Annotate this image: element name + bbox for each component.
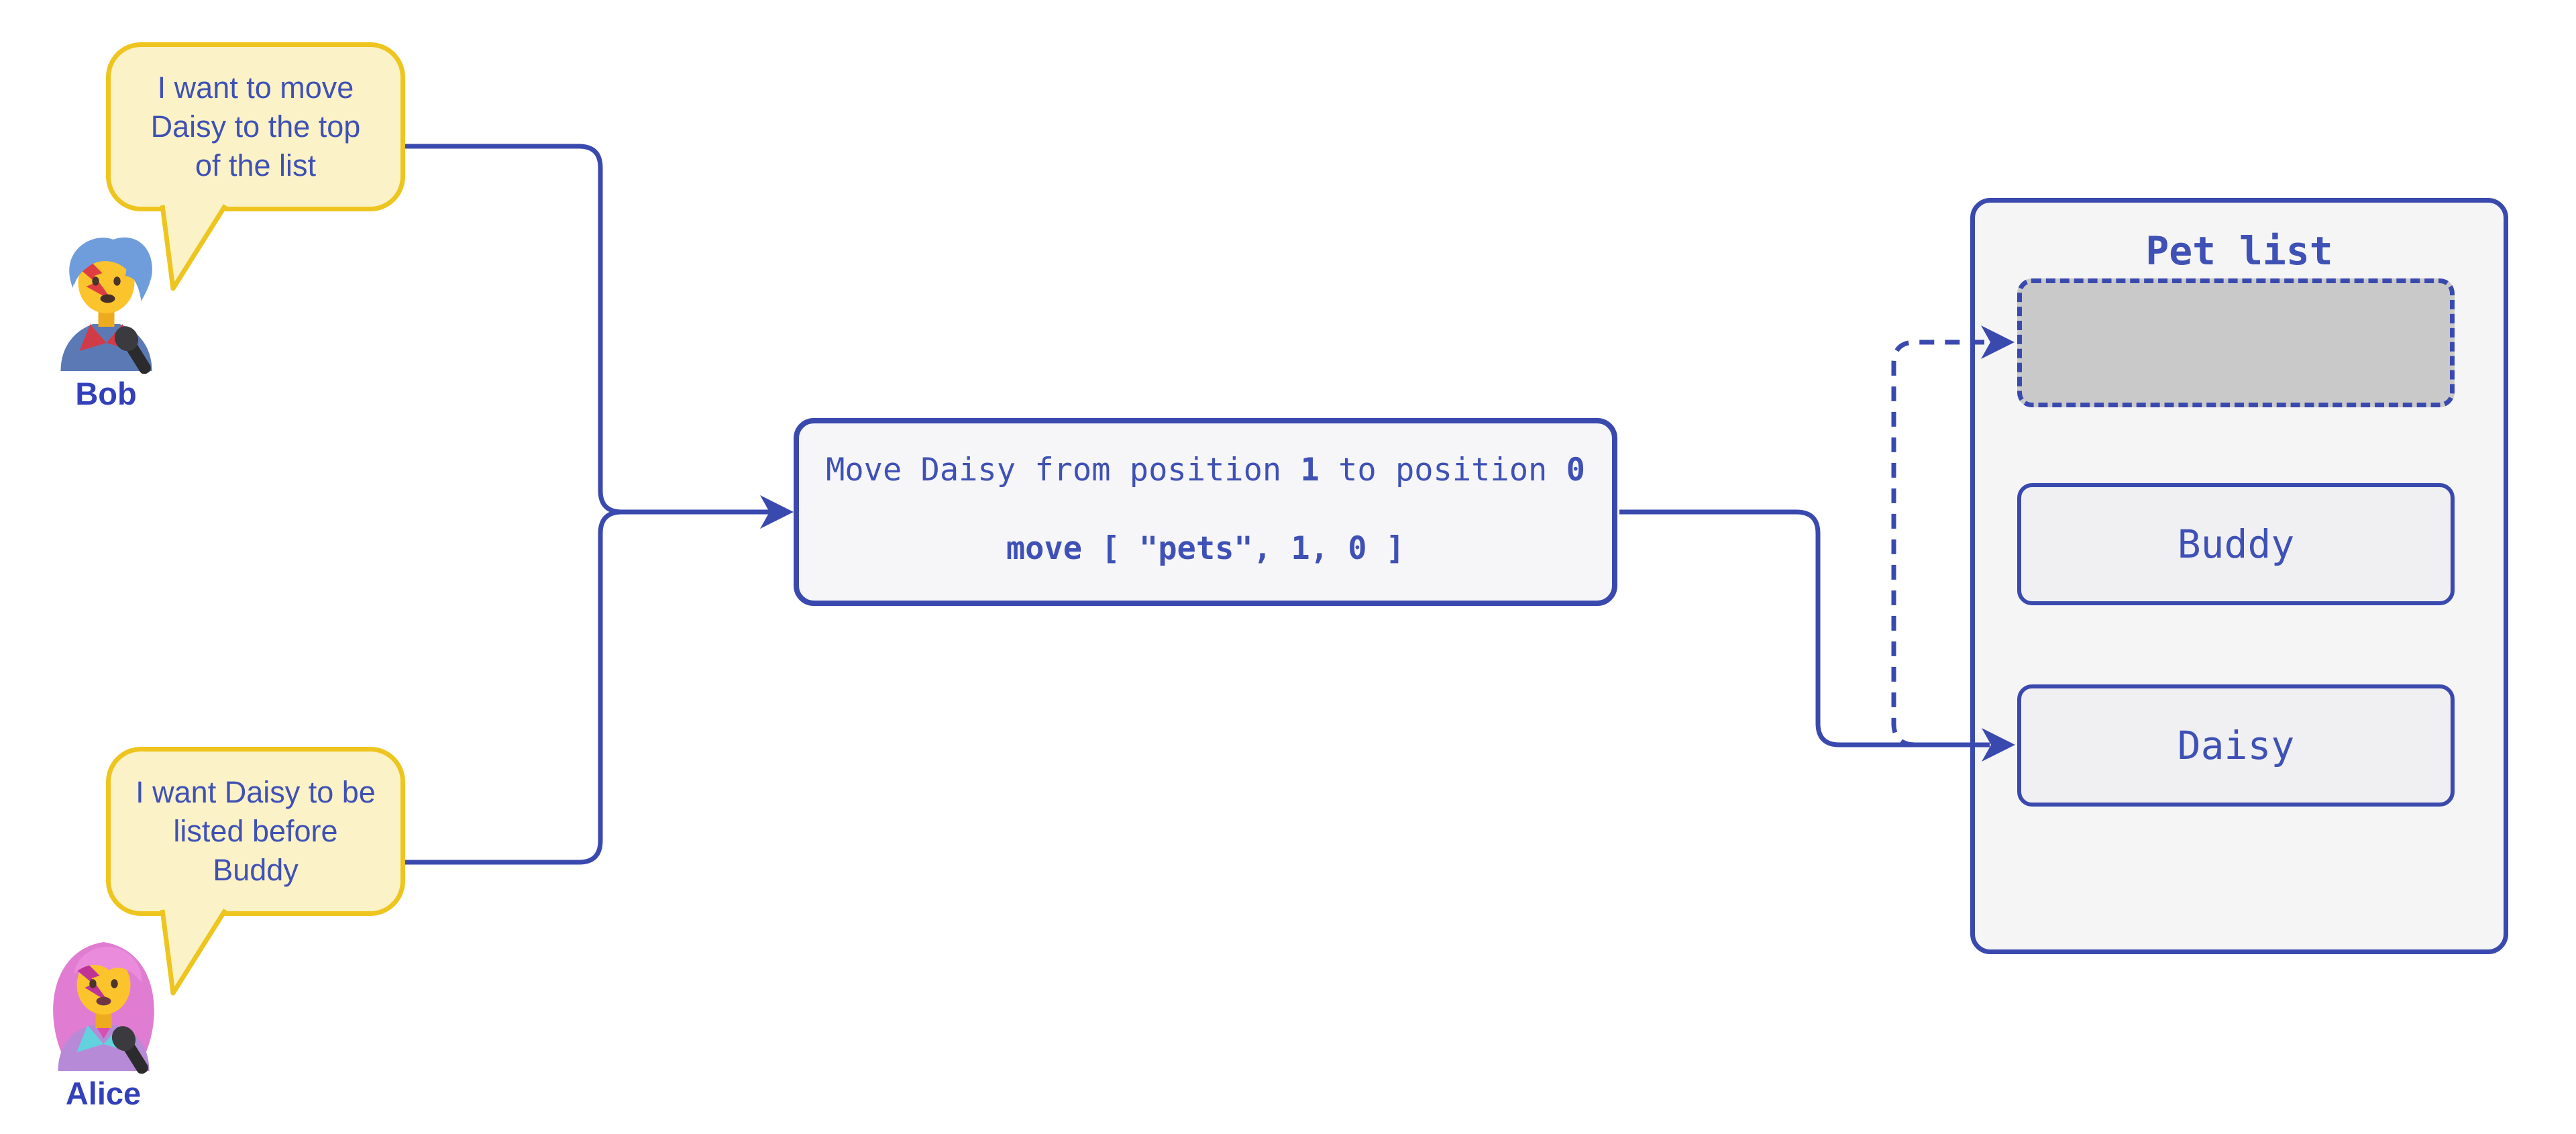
pet-list-target-placeholder	[2017, 278, 2455, 407]
command-from-position: 1	[1300, 452, 1320, 488]
actor-bob: Bob	[32, 231, 180, 412]
woman-singer-emoji	[52, 942, 154, 1074]
actor-name-label: Bob	[75, 376, 137, 411]
speech-bubble-bob: I want to move Daisy to the top of the l…	[106, 42, 405, 211]
actor-name-label: Alice	[65, 1076, 142, 1111]
command-arrowhead	[760, 495, 794, 529]
speech-bubble-alice: I want Daisy to be listed before Buddy	[106, 747, 405, 916]
pet-list-item-buddy: Buddy	[2017, 483, 2455, 605]
move-command-box: Move Daisy from position 1 to position 0…	[794, 418, 1617, 606]
speech-line: Daisy to the top	[150, 109, 361, 144]
pet-list-item-daisy: Daisy	[2017, 684, 2455, 807]
speech-bubble-tail	[160, 909, 227, 996]
command-to-position: 0	[1566, 452, 1585, 488]
command-description: Move Daisy from position 1 to position 0	[826, 452, 1585, 488]
command-code: move [ "pets", 1, 0 ]	[1006, 530, 1405, 567]
command-text: Move Daisy from position	[826, 452, 1301, 488]
man-singer-emoji	[60, 237, 152, 374]
bob-request-connector	[405, 144, 770, 515]
alice-request-connector	[405, 509, 770, 865]
speech-line: Buddy	[213, 853, 299, 887]
speech-line: listed before	[173, 814, 338, 848]
command-text: to position	[1319, 452, 1566, 488]
speech-line: I want Daisy to be	[136, 775, 376, 809]
command-to-daisy-connector	[1619, 509, 1990, 748]
speech-line: I want to move	[157, 70, 354, 105]
pet-list-title: Pet list	[2145, 228, 2333, 274]
speech-bubble-tail	[160, 204, 227, 291]
pet-list-panel: Pet list Buddy Daisy	[1970, 198, 2508, 954]
speech-line: of the list	[195, 148, 317, 183]
actor-alice: Alice	[30, 931, 177, 1112]
